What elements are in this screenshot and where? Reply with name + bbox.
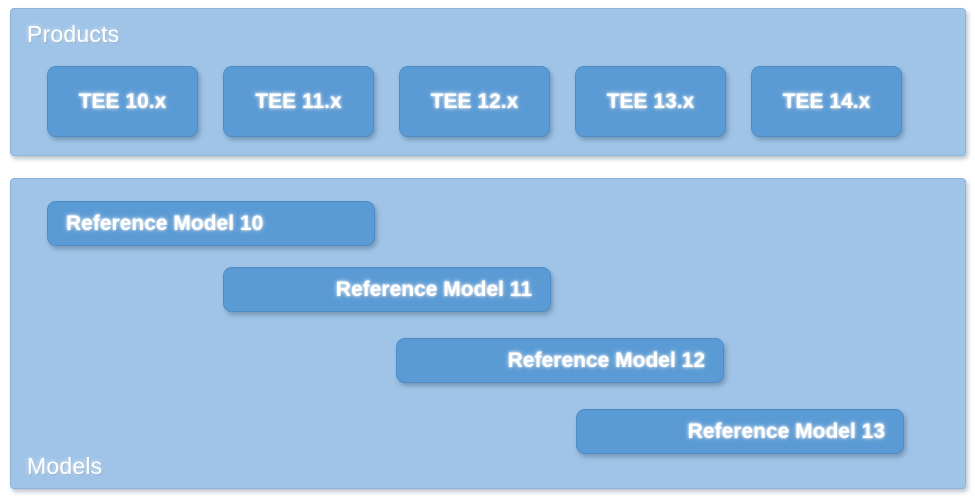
product-node-label: TEE 10.x	[78, 89, 167, 113]
model-node-label: Reference Model 13	[687, 419, 885, 443]
product-node-tee-12[interactable]: TEE 12.x	[399, 66, 550, 137]
model-node-reference-model-11[interactable]: Reference Model 11	[223, 267, 551, 312]
models-panel-label: Models	[27, 453, 103, 479]
model-node-label: Reference Model 12	[507, 348, 705, 372]
product-node-tee-13[interactable]: TEE 13.x	[575, 66, 726, 137]
models-panel: Models Reference Model 10 Reference Mode…	[10, 178, 966, 489]
products-panel-label: Products	[27, 21, 120, 47]
model-node-reference-model-13[interactable]: Reference Model 13	[576, 409, 904, 454]
product-node-label: TEE 12.x	[430, 89, 519, 113]
product-node-label: TEE 11.x	[255, 89, 342, 113]
model-node-reference-model-12[interactable]: Reference Model 12	[396, 338, 724, 383]
model-node-label: Reference Model 10	[66, 211, 264, 235]
product-node-tee-14[interactable]: TEE 14.x	[751, 66, 902, 137]
product-node-label: TEE 14.x	[782, 89, 871, 113]
products-panel: Products TEE 10.x TEE 11.x TEE 12.x TEE …	[10, 8, 966, 156]
product-node-tee-11[interactable]: TEE 11.x	[223, 66, 374, 137]
model-node-reference-model-10[interactable]: Reference Model 10	[47, 201, 375, 246]
product-node-tee-10[interactable]: TEE 10.x	[47, 66, 198, 137]
product-node-label: TEE 13.x	[606, 89, 695, 113]
model-node-label: Reference Model 11	[335, 277, 532, 301]
